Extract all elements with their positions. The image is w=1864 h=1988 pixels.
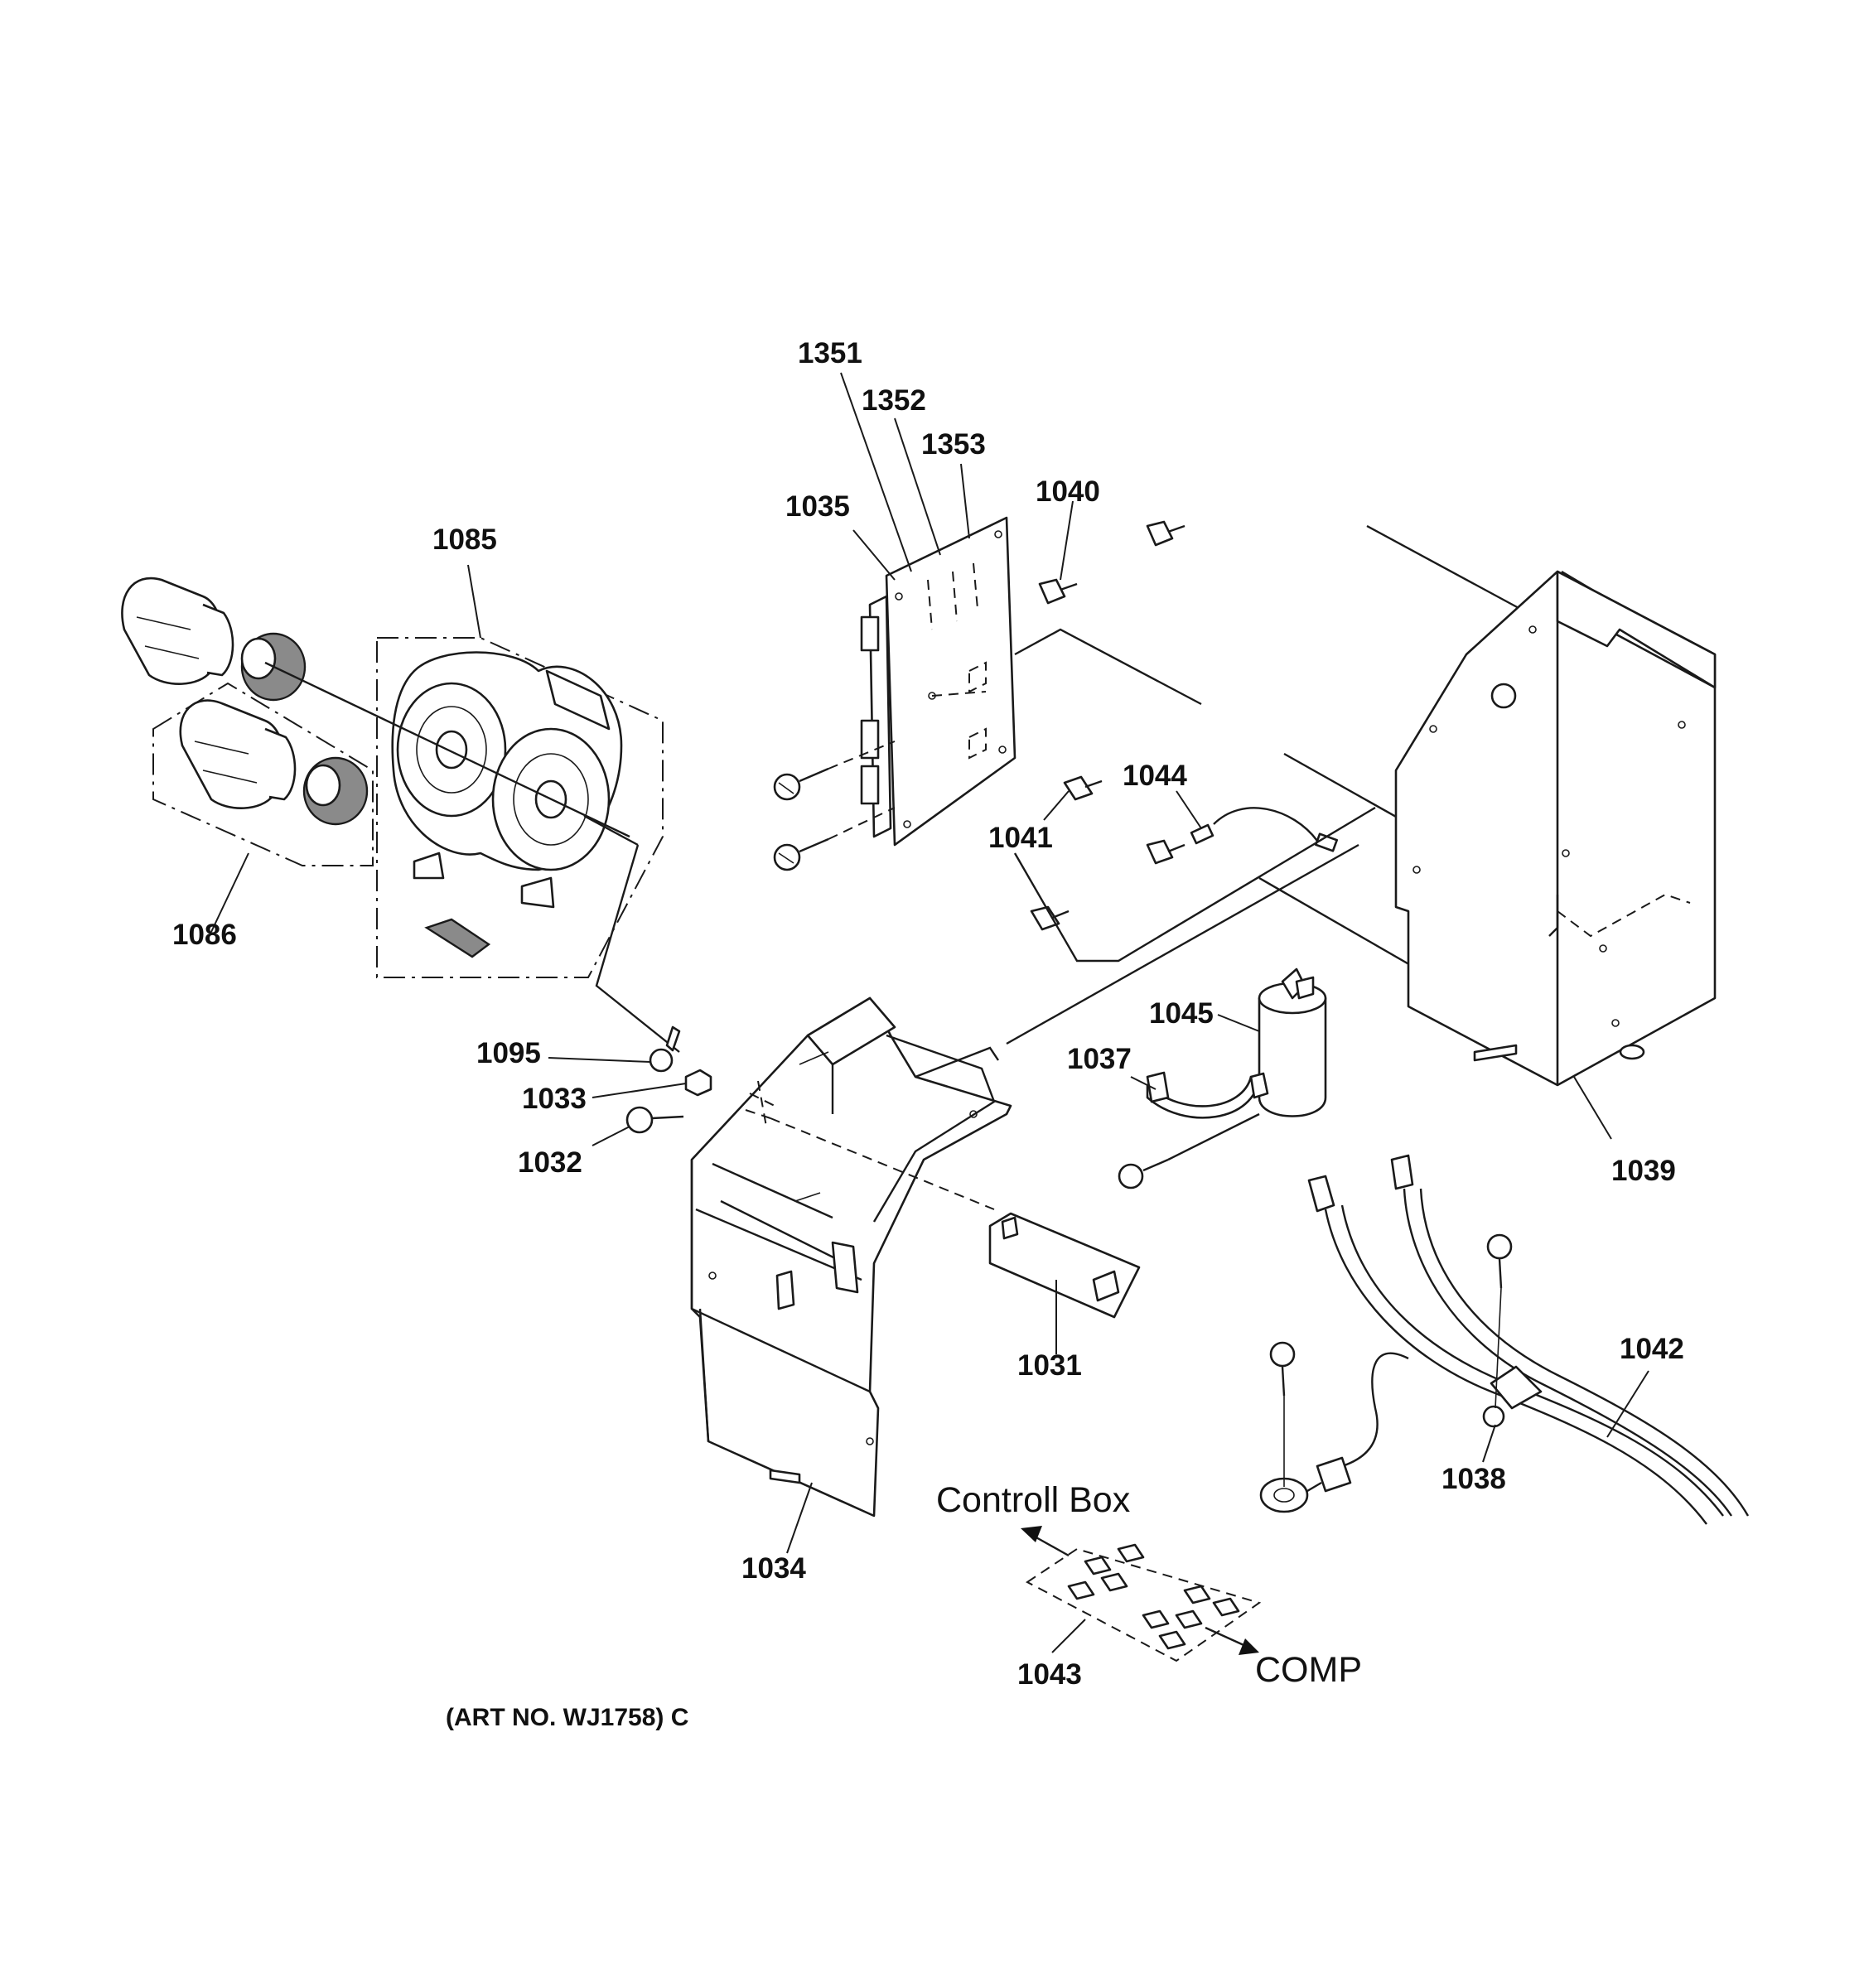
wing-nut[interactable] bbox=[649, 1025, 681, 1073]
board-screw-upper[interactable] bbox=[773, 767, 829, 801]
strap-screw[interactable] bbox=[1118, 1158, 1169, 1189]
label-1086: 1086 bbox=[172, 919, 237, 951]
standoff-1041-b[interactable] bbox=[1146, 839, 1186, 865]
standoff-1040-b[interactable] bbox=[1146, 520, 1186, 547]
cabinet-back-panel bbox=[1556, 570, 1717, 689]
bushing-lower bbox=[302, 756, 369, 826]
standoff-1041-a[interactable] bbox=[1063, 775, 1103, 801]
standoff-1041-c[interactable] bbox=[1030, 905, 1070, 931]
knob-upper[interactable] bbox=[121, 577, 234, 685]
front-panel[interactable] bbox=[690, 996, 1012, 1518]
arrow-to-comp bbox=[1205, 1626, 1259, 1655]
label-1041: 1041 bbox=[988, 822, 1053, 854]
label-1040: 1040 bbox=[1036, 475, 1100, 508]
standoff-1040-a[interactable] bbox=[1038, 578, 1078, 605]
label-1039: 1039 bbox=[1611, 1155, 1676, 1187]
label-1038: 1038 bbox=[1441, 1463, 1506, 1495]
label-1032: 1032 bbox=[518, 1146, 582, 1179]
comp-callout: COMP bbox=[1255, 1650, 1362, 1690]
harness-clamp[interactable] bbox=[1482, 1365, 1543, 1428]
control-board[interactable] bbox=[860, 516, 1017, 847]
capacitor[interactable] bbox=[1258, 967, 1327, 1117]
label-1031: 1031 bbox=[1017, 1349, 1082, 1382]
capacitor-strap[interactable] bbox=[1146, 1071, 1269, 1119]
label-1037: 1037 bbox=[1067, 1043, 1132, 1075]
control-housing[interactable] bbox=[391, 651, 623, 909]
axis-line-knobs bbox=[264, 661, 630, 838]
art-number: (ART NO. WJ1758) C bbox=[446, 1704, 688, 1731]
label-1352: 1352 bbox=[862, 384, 926, 417]
label-1035: 1035 bbox=[785, 490, 850, 523]
label-1045: 1045 bbox=[1149, 997, 1214, 1030]
label-1044: 1044 bbox=[1123, 760, 1187, 792]
jumper-wire[interactable] bbox=[1190, 807, 1339, 852]
mounting-screw[interactable] bbox=[625, 1106, 684, 1134]
housing-pad bbox=[424, 918, 491, 958]
label-1043: 1043 bbox=[1017, 1658, 1082, 1691]
group-1086-outline bbox=[152, 682, 374, 866]
controll-box-callout: Controll Box bbox=[936, 1480, 1131, 1520]
hex-nut[interactable] bbox=[684, 1069, 712, 1097]
label-1353: 1353 bbox=[921, 428, 986, 461]
sensor-bracket[interactable] bbox=[988, 1212, 1141, 1319]
connector-block[interactable] bbox=[1026, 1543, 1262, 1662]
knob-lower[interactable] bbox=[179, 699, 297, 809]
label-1034: 1034 bbox=[741, 1552, 806, 1585]
label-1095: 1095 bbox=[476, 1037, 541, 1069]
label-1042: 1042 bbox=[1620, 1333, 1684, 1365]
label-1033: 1033 bbox=[522, 1083, 587, 1115]
arrow-to-controll-box bbox=[1021, 1526, 1070, 1557]
group-1085-outline bbox=[376, 637, 664, 978]
clamp-screw[interactable] bbox=[1486, 1233, 1513, 1289]
ground-screw[interactable] bbox=[1269, 1341, 1296, 1397]
label-1085: 1085 bbox=[432, 524, 497, 556]
label-1351: 1351 bbox=[798, 337, 862, 369]
board-screw-lower[interactable] bbox=[773, 837, 829, 871]
leader-lines bbox=[210, 372, 1649, 1653]
